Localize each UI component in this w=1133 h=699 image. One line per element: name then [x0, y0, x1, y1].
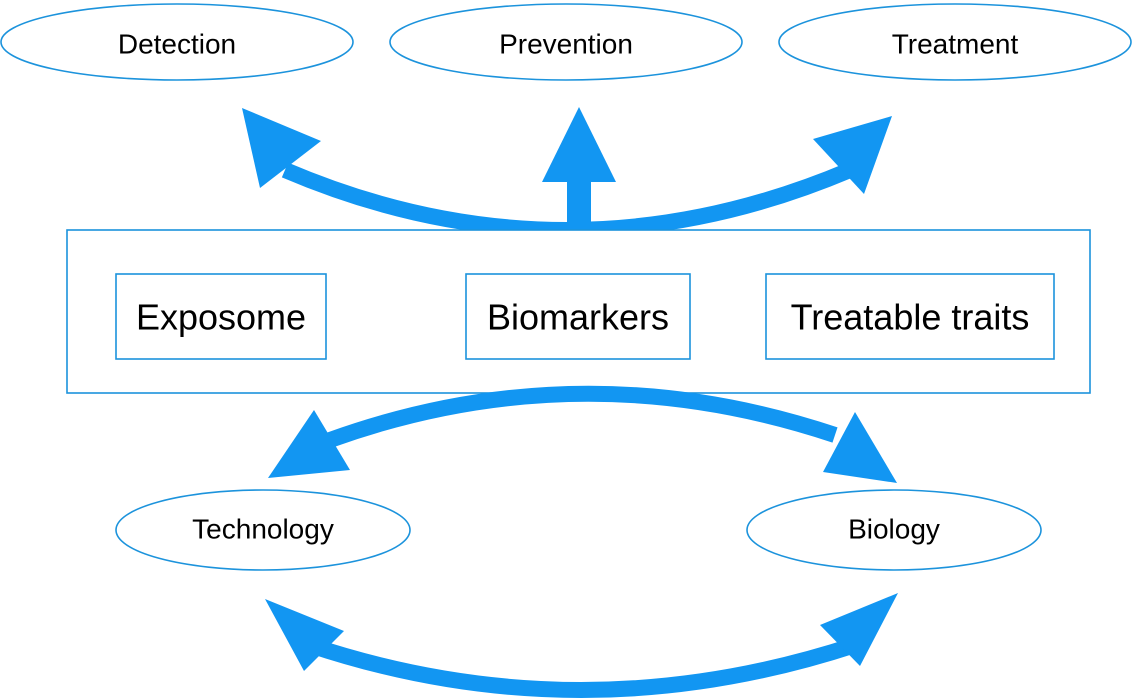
arrow-bottom-curve-shaft [307, 637, 858, 698]
outcome-detection-label: Detection [118, 29, 236, 60]
arrow-bottom-right-head [820, 593, 898, 666]
concept-biomarkers-box [465, 273, 691, 360]
foundation-biology: Biology [746, 489, 1042, 571]
concept-biomarkers: Biomarkers [465, 273, 691, 360]
arrow-middle-left-head [268, 410, 350, 478]
arrow-top-left-head [242, 108, 321, 188]
arrow-top-vertical-head [542, 107, 616, 182]
foundation-biology-ellipse [746, 489, 1042, 571]
concept-treatable-traits-box [765, 273, 1055, 360]
arrow-top-vertical [542, 107, 616, 230]
outcome-prevention-ellipse [389, 3, 743, 81]
outcome-treatment: Treatment [778, 3, 1132, 81]
foundation-technology-label: Technology [192, 514, 334, 545]
concept-treatable-traits-label: Treatable traits [791, 297, 1030, 338]
outcome-detection-ellipse [0, 3, 354, 81]
arrow-bottom-left-head [265, 599, 344, 671]
concept-exposome: Exposome [115, 273, 327, 360]
concept-treatable-traits: Treatable traits [765, 273, 1055, 360]
arrow-middle-curve-shaft [327, 385, 838, 448]
outcome-treatment-label: Treatment [892, 29, 1019, 60]
foundation-technology-ellipse [115, 489, 411, 571]
outcome-prevention: Prevention [389, 3, 743, 81]
arrow-middle-right-head [823, 412, 897, 483]
foundation-biology-label: Biology [848, 514, 940, 545]
foundation-technology: Technology [115, 489, 411, 571]
arrow-top-right-head [813, 116, 892, 194]
concept-biomarkers-label: Biomarkers [487, 297, 669, 338]
concept-exposome-box [115, 273, 327, 360]
arrow-top-vertical-shaft [567, 178, 591, 230]
concept-exposome-label: Exposome [136, 297, 306, 338]
arrow-middle-curved [268, 385, 897, 483]
outcome-detection: Detection [0, 3, 354, 81]
outcome-prevention-label: Prevention [499, 29, 633, 60]
arrow-bottom-curved [265, 593, 898, 698]
outcome-treatment-ellipse [778, 3, 1132, 81]
